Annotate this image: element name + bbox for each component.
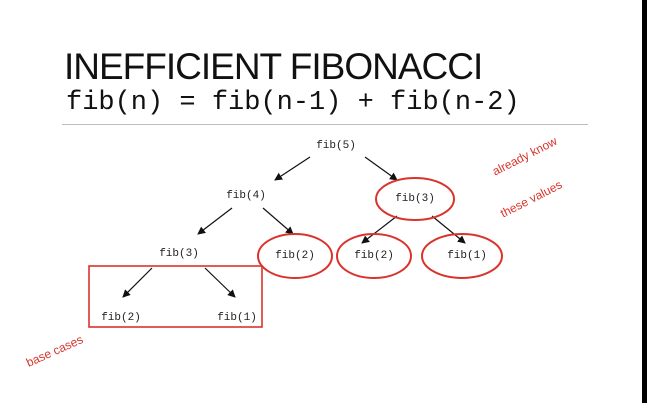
node-fib3-left: fib(3) bbox=[159, 248, 199, 260]
base-cases-box bbox=[88, 265, 263, 328]
node-fib1-leaf: fib(1) bbox=[217, 312, 257, 324]
arrow-right-fib3-to-fib1 bbox=[431, 215, 466, 244]
node-fib1-right: fib(1) bbox=[447, 250, 487, 262]
known-value-ellipse-fib2-right bbox=[336, 233, 412, 279]
arrow-fib5-to-fib4 bbox=[274, 156, 311, 181]
node-fib3-right: fib(3) bbox=[395, 193, 435, 205]
known-value-ellipse-fib3 bbox=[375, 177, 455, 221]
node-fib4: fib(4) bbox=[226, 190, 266, 202]
known-value-ellipse-fib2-left bbox=[257, 233, 333, 279]
arrow-fib4-to-fib3 bbox=[197, 207, 233, 235]
arrow-fib3-to-fib2-leaf bbox=[122, 267, 153, 298]
window-edge bbox=[642, 0, 647, 403]
node-fib2-leaf: fib(2) bbox=[101, 312, 141, 324]
node-fib2-right: fib(2) bbox=[354, 250, 394, 262]
arrow-fib5-to-fib3 bbox=[364, 156, 398, 181]
arrow-fib3-to-fib1-leaf bbox=[204, 267, 236, 298]
slide-title: INEFFICIENT FIBONACCI bbox=[64, 46, 483, 87]
arrow-fib4-to-fib2 bbox=[262, 207, 294, 235]
arrow-right-fib3-to-fib2 bbox=[361, 215, 398, 244]
node-fib2-left: fib(2) bbox=[275, 250, 315, 262]
title-divider bbox=[62, 124, 588, 125]
node-fib5: fib(5) bbox=[316, 140, 356, 152]
known-value-ellipse-fib1 bbox=[421, 233, 503, 279]
fibonacci-formula: fib(n) = fib(n-1) + fib(n-2) bbox=[66, 88, 520, 118]
